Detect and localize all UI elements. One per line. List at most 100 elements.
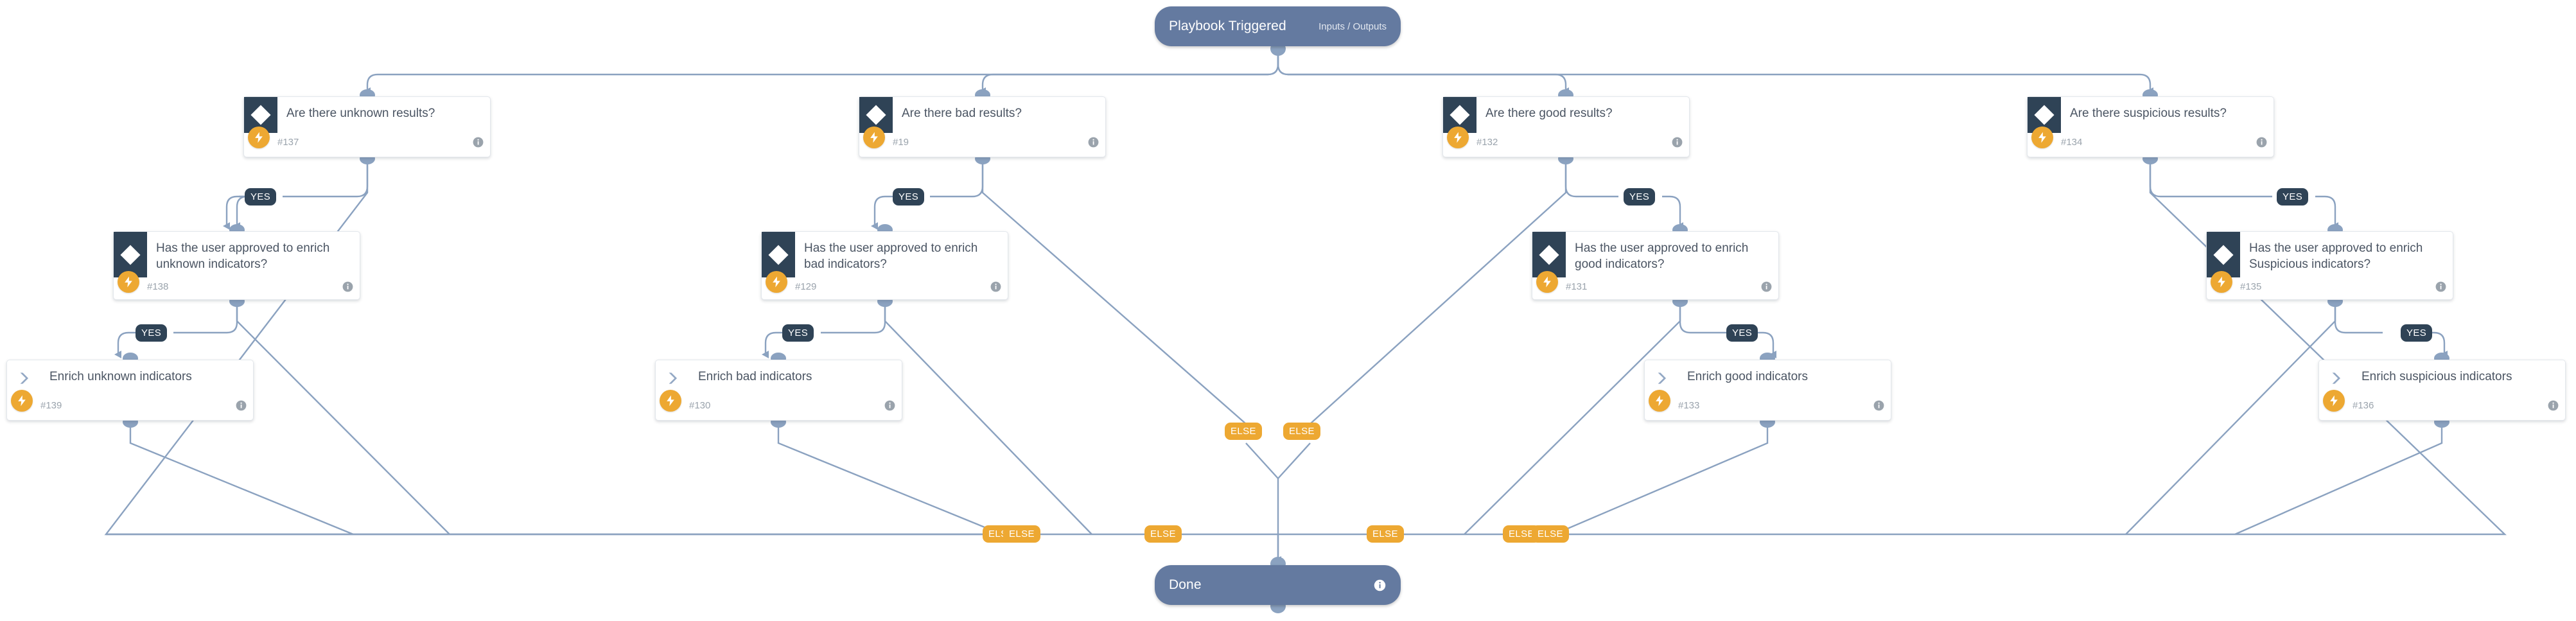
condition-title-line2: good indicators? bbox=[1575, 258, 1665, 271]
edge-label-yes-unknown-mid[interactable]: YES bbox=[136, 324, 168, 342]
node-condition-suspicious-results[interactable]: Are there suspicious results? #134 bbox=[2027, 96, 2274, 157]
action-title: Enrich good indicators bbox=[1687, 370, 1808, 383]
lightning-bolt-icon bbox=[863, 127, 885, 148]
lightning-bolt-icon bbox=[248, 127, 270, 148]
lightning-bolt-icon bbox=[11, 390, 33, 412]
info-icon[interactable] bbox=[235, 399, 247, 412]
lightning-bolt-icon bbox=[1649, 390, 1670, 412]
info-icon[interactable] bbox=[2256, 136, 2268, 148]
card-footer: #135 bbox=[2207, 271, 2453, 299]
card-header: Enrich bad indicators bbox=[656, 360, 902, 396]
node-action-enrich-bad[interactable]: Enrich bad indicators #130 bbox=[655, 360, 902, 421]
chevron-right-action-icon bbox=[7, 360, 40, 396]
node-id: #132 bbox=[1476, 137, 1498, 148]
node-id: #136 bbox=[2353, 400, 2374, 411]
playbook-triggered-inputs-outputs[interactable]: Inputs / Outputs bbox=[1319, 21, 1387, 32]
condition-title: Are there unknown results? bbox=[286, 107, 435, 120]
condition-title-line1: Has the user approved to enrich bbox=[1575, 241, 1749, 255]
diamond-condition-icon bbox=[762, 232, 795, 277]
card-header: Are there unknown results? bbox=[244, 97, 490, 133]
chevron-right-action-icon bbox=[2319, 360, 2353, 396]
node-condition-good-results[interactable]: Are there good results? #132 bbox=[1442, 96, 1690, 157]
node-condition-unknown-results[interactable]: Are there unknown results? #137 bbox=[243, 96, 491, 157]
card-footer: #132 bbox=[1443, 127, 1689, 155]
edge-label-yes-bad-top[interactable]: YES bbox=[893, 188, 925, 206]
edge-label-yes-suspicious-mid[interactable]: YES bbox=[2401, 324, 2433, 342]
info-icon[interactable] bbox=[472, 136, 484, 148]
done-title: Done bbox=[1169, 577, 1202, 592]
edge-label-yes-unknown-top[interactable]: YES bbox=[245, 188, 277, 206]
info-icon[interactable] bbox=[1760, 281, 1773, 293]
card-footer: #131 bbox=[1532, 271, 1778, 299]
info-icon[interactable] bbox=[2547, 399, 2559, 412]
node-condition-bad-results[interactable]: Are there bad results? #19 bbox=[859, 96, 1106, 157]
node-playbook-triggered[interactable]: Playbook Triggered Inputs / Outputs bbox=[1155, 6, 1401, 46]
condition-title-line1: Has the user approved to enrich bbox=[804, 241, 978, 255]
node-condition-approved-bad[interactable]: Has the user approved to enrich bad indi… bbox=[761, 231, 1008, 300]
edge-label-else-bottom-f[interactable]: ELSE bbox=[1532, 525, 1569, 543]
chevron-right-action-icon bbox=[656, 360, 689, 396]
node-id: #135 bbox=[2240, 281, 2262, 292]
info-icon[interactable] bbox=[1373, 579, 1387, 592]
action-title: Enrich suspicious indicators bbox=[2361, 370, 2512, 383]
lightning-bolt-icon bbox=[2323, 390, 2345, 412]
card-header: Has the user approved to enrich unknown … bbox=[114, 232, 360, 277]
condition-title-line2: Suspicious indicators? bbox=[2249, 258, 2371, 271]
condition-title: Has the user approved to enrich bad indi… bbox=[795, 232, 986, 277]
card-header: Has the user approved to enrich good ind… bbox=[1532, 232, 1778, 277]
node-id: #134 bbox=[2061, 137, 2083, 148]
playbook-triggered-title: Playbook Triggered bbox=[1169, 19, 1286, 33]
card-footer: #133 bbox=[1645, 390, 1891, 418]
node-condition-approved-unknown[interactable]: Has the user approved to enrich unknown … bbox=[113, 231, 360, 300]
edge-label-else-center-right[interactable]: ELSE bbox=[1283, 423, 1320, 440]
edge-label-else-center-left[interactable]: ELSE bbox=[1225, 423, 1262, 440]
card-footer: #129 bbox=[762, 271, 1008, 299]
card-header: Enrich unknown indicators bbox=[7, 360, 253, 396]
node-done[interactable]: Done bbox=[1155, 565, 1401, 605]
node-action-enrich-good[interactable]: Enrich good indicators #133 bbox=[1644, 360, 1891, 421]
card-header: Enrich good indicators bbox=[1645, 360, 1891, 396]
node-id: #19 bbox=[893, 137, 909, 148]
edge-label-else-bottom-c[interactable]: ELSE bbox=[1144, 525, 1182, 543]
diamond-condition-icon bbox=[114, 232, 147, 277]
info-icon[interactable] bbox=[2435, 281, 2447, 293]
node-id: #138 bbox=[147, 281, 169, 292]
node-condition-approved-suspicious[interactable]: Has the user approved to enrich Suspicio… bbox=[2206, 231, 2453, 300]
card-header: Are there good results? bbox=[1443, 97, 1689, 133]
lightning-bolt-icon bbox=[766, 271, 787, 293]
info-icon[interactable] bbox=[342, 281, 354, 293]
card-footer: #138 bbox=[114, 271, 360, 299]
info-icon[interactable] bbox=[1873, 399, 1885, 412]
node-action-enrich-unknown[interactable]: Enrich unknown indicators #139 bbox=[6, 360, 254, 421]
node-id: #139 bbox=[40, 400, 62, 411]
lightning-bolt-icon bbox=[118, 271, 139, 293]
condition-title: Has the user approved to enrich good ind… bbox=[1566, 232, 1757, 277]
edge-label-else-bottom-b[interactable]: ELSE bbox=[1003, 525, 1040, 543]
node-id: #133 bbox=[1678, 400, 1700, 411]
node-action-enrich-suspicious[interactable]: Enrich suspicious indicators #136 bbox=[2318, 360, 2566, 421]
node-condition-approved-good[interactable]: Has the user approved to enrich good ind… bbox=[1532, 231, 1779, 300]
info-icon[interactable] bbox=[1087, 136, 1100, 148]
node-id: #137 bbox=[277, 137, 299, 148]
card-header: Are there suspicious results? bbox=[2028, 97, 2274, 133]
card-footer: #136 bbox=[2319, 390, 2565, 418]
lightning-bolt-icon bbox=[1536, 271, 1558, 293]
edge-label-yes-bad-mid[interactable]: YES bbox=[782, 324, 814, 342]
edge-label-yes-good-top[interactable]: YES bbox=[1624, 188, 1656, 206]
edge-label-yes-good-mid[interactable]: YES bbox=[1726, 324, 1758, 342]
card-footer: #139 bbox=[7, 390, 253, 418]
lightning-bolt-icon bbox=[660, 390, 681, 412]
info-icon[interactable] bbox=[990, 281, 1002, 293]
lightning-bolt-icon bbox=[1447, 127, 1469, 148]
info-icon[interactable] bbox=[884, 399, 896, 412]
condition-title: Has the user approved to enrich unknown … bbox=[147, 232, 338, 277]
edge-label-else-bottom-d[interactable]: ELSE bbox=[1367, 525, 1404, 543]
condition-title: Are there good results? bbox=[1485, 107, 1613, 120]
info-icon[interactable] bbox=[1671, 136, 1683, 148]
card-header: Has the user approved to enrich bad indi… bbox=[762, 232, 1008, 277]
condition-title: Has the user approved to enrich Suspicio… bbox=[2240, 232, 2431, 277]
edge-label-yes-suspicious-top[interactable]: YES bbox=[2277, 188, 2309, 206]
condition-title-line1: Has the user approved to enrich bbox=[156, 241, 330, 255]
